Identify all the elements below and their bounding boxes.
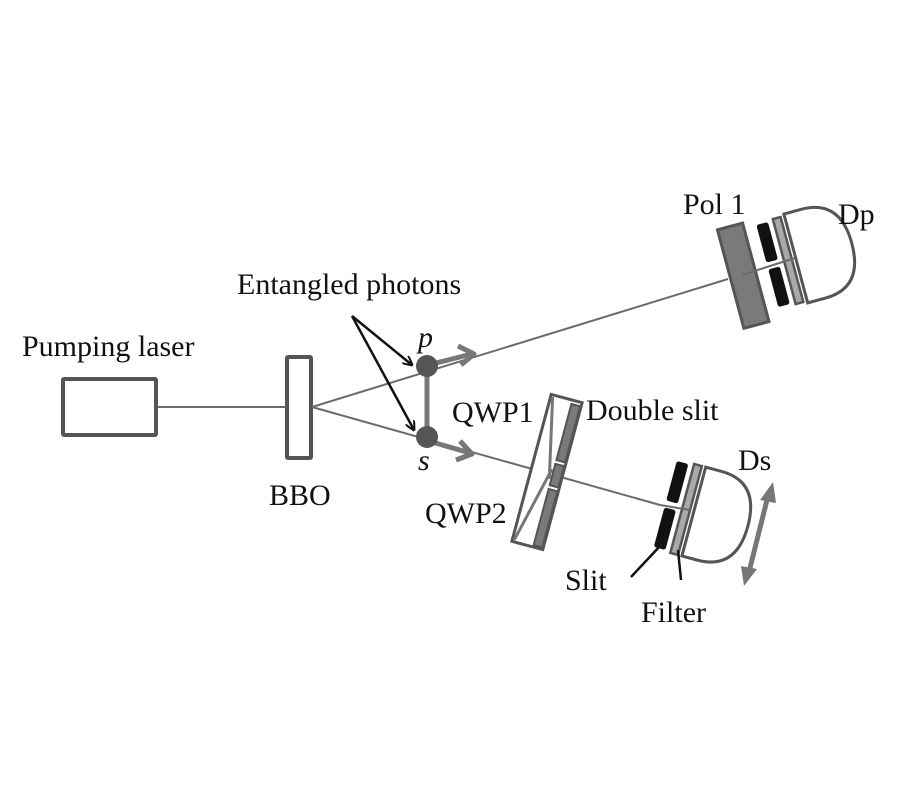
qwp2-label: QWP2 (425, 497, 507, 530)
pol1-label: Pol 1 (683, 188, 746, 221)
filter-label: Filter (641, 596, 706, 629)
double-slit-segment-middle (548, 462, 566, 489)
detector-p-slit-top (756, 222, 778, 263)
qwp-double-slit-assembly (510, 392, 584, 552)
photon-p (416, 355, 438, 377)
photon-s-label: s (418, 444, 430, 477)
photon-s (416, 426, 438, 448)
double-slit-segment-bottom (532, 487, 559, 549)
detector-p-slit-bottom (768, 266, 790, 307)
double-slit-segment-top (555, 402, 582, 464)
photon-s-arrow (431, 439, 475, 463)
pumping-laser-label: Pumping laser (22, 330, 195, 363)
pointer-arrow-s (350, 315, 414, 430)
qwp1-label: QWP1 (452, 396, 534, 429)
slit-label: Slit (565, 564, 607, 597)
photon-p-label: p (416, 321, 433, 354)
filter-pointer (676, 549, 683, 581)
detector-p-body (782, 205, 857, 305)
pointer-arrow-p (351, 315, 412, 365)
polarizer-pol1 (715, 221, 771, 331)
detector-s-slit-top (666, 461, 688, 504)
qwp1-plate (547, 396, 555, 479)
qwp2-plate (512, 468, 554, 541)
beam-s-into-detector (659, 504, 691, 511)
beam-s (311, 406, 661, 506)
detector-p-label: Dp (838, 198, 875, 231)
pumping-laser-box (61, 377, 158, 437)
double-slit-label: Double slit (586, 394, 719, 427)
bbo-crystal (285, 355, 313, 460)
slit-pointer (630, 544, 662, 578)
beam-p (311, 278, 729, 408)
detector-s-body (680, 465, 753, 564)
detector-s-movement-arrow[interactable] (741, 482, 776, 586)
photon-p-arrow (431, 343, 477, 367)
beam-p-into-detector (741, 257, 796, 276)
detector-s-label: Ds (738, 444, 771, 477)
bbo-label: BBO (269, 479, 331, 512)
entangled-photons-label: Entangled photons (237, 268, 461, 301)
